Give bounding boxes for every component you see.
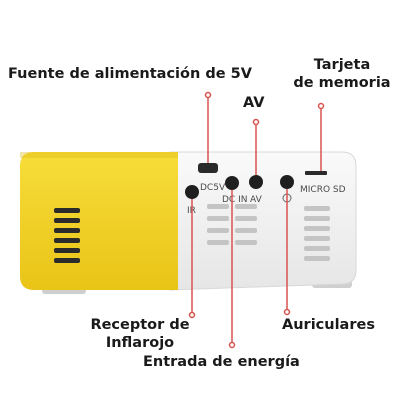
leader-memory-card-end <box>317 102 325 110</box>
white-vent-right <box>304 206 330 261</box>
projector-yellow-top-edge <box>20 152 178 158</box>
leader-ir-end <box>188 311 196 319</box>
projector-yellow-body <box>20 152 178 290</box>
label-memory-card-line2: de memoria <box>293 75 391 92</box>
label-memory-card: Tarjeta de memoria <box>292 56 392 92</box>
label-ir-receiver-line1: Receptor de <box>90 317 190 333</box>
label-power-input: Entrada de energía <box>143 354 300 370</box>
label-headphones: Auriculares <box>282 317 375 333</box>
dc5v-port-label: DC5V <box>200 183 226 193</box>
yellow-vent <box>54 208 80 263</box>
dc5v-port <box>198 163 218 173</box>
ir-receiver-port <box>185 185 199 199</box>
dc-in-port <box>225 176 239 190</box>
leader-headphones-end <box>283 308 291 316</box>
leader-av-end <box>252 118 260 126</box>
label-ir-receiver: Receptor de Inflarojo <box>85 316 195 352</box>
label-power-supply: Fuente de alimentación de 5V <box>8 66 252 82</box>
av-port <box>249 175 263 189</box>
headphone-port <box>280 175 294 189</box>
leader-power-input-end <box>228 341 236 349</box>
label-memory-card-line1: Tarjeta <box>313 57 371 73</box>
av-port-label: AV <box>250 195 263 205</box>
leader-dc5v-end <box>204 91 212 99</box>
projector-white-body <box>169 151 357 291</box>
white-vent-center <box>207 204 257 245</box>
dc-in-port-label: DC IN <box>222 195 247 205</box>
micro-sd-label: MICRO SD <box>300 185 346 195</box>
label-ir-receiver-line2: Inflarojo <box>105 335 175 352</box>
label-av: AV <box>243 95 265 111</box>
micro-sd-slot <box>305 171 327 175</box>
